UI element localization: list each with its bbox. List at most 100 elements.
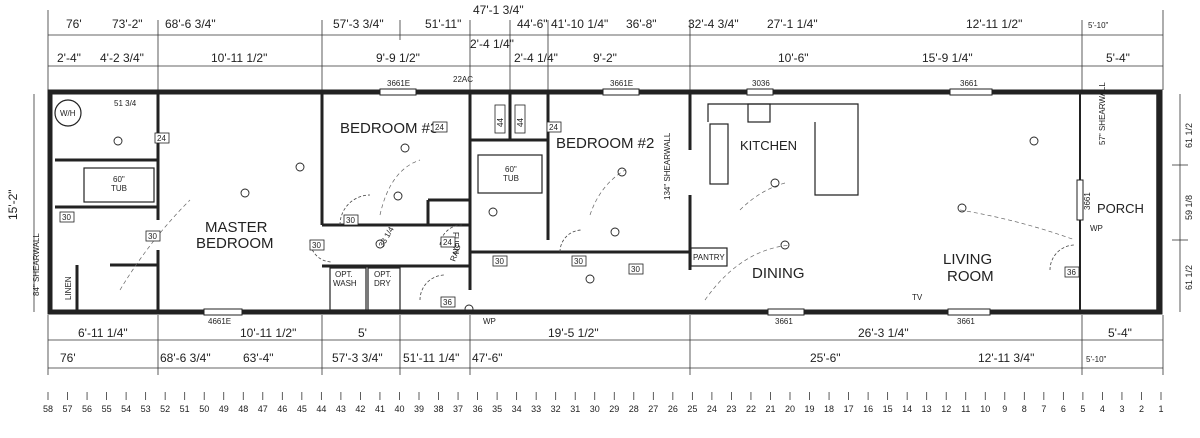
dim-top-51-11: 51'-11" (425, 17, 461, 31)
closet-tag: 24 (549, 123, 558, 132)
closet-tags: 24 24 24 30 30 30 30 30 30 24 36 36 44 4… (59, 104, 1080, 308)
dim-bot-19-5: 19'-5 1/2" (548, 326, 599, 340)
tub1-line2: TUB (111, 184, 127, 193)
room-kitchen: KITCHEN (740, 138, 797, 153)
closet-tag: 36 (443, 298, 452, 307)
light-icon (113, 136, 123, 146)
shearwall-134: 134" SHEARWALL (663, 132, 672, 200)
ruler-label: 29 (609, 404, 619, 414)
ruler-label: 5 (1080, 404, 1085, 414)
dim-5-4: 5'-4" (1106, 51, 1130, 65)
dim-bot2-57-3: 57'-3 3/4" (332, 351, 383, 365)
dim-top-5-10: 5'-10" (1088, 21, 1109, 30)
room-living-line2: ROOM (947, 268, 994, 285)
ruler-label: 35 (492, 404, 502, 414)
dry-line2: DRY (374, 279, 391, 288)
closet-tag: 36 (1067, 268, 1076, 277)
ruler-label: 9 (1002, 404, 1007, 414)
closet-tag: 30 (631, 265, 640, 274)
ruler-label: 33 (531, 404, 541, 414)
dim-right-a: 61 1/2 (1184, 123, 1194, 148)
ruler-label: 37 (453, 404, 463, 414)
closet-tag: 30 (312, 241, 321, 250)
light-icon (585, 274, 595, 284)
room-master-line2: BEDROOM (196, 235, 274, 252)
ruler-label: 23 (726, 404, 736, 414)
room-bedroom-3: BEDROOM #3 (340, 120, 438, 137)
light-icon (780, 240, 790, 250)
dim-top-57-3: 57'-3 3/4" (333, 17, 384, 31)
ruler-label: 28 (629, 404, 639, 414)
ruler-label: 45 (297, 404, 307, 414)
ruler-label: 42 (355, 404, 365, 414)
closet-tag: 44 (516, 118, 525, 127)
dim-right-b: 59 1/8 (1184, 195, 1194, 220)
dim-10-11: 10'-11 1/2" (211, 51, 267, 65)
dim-9-9: 9'-9 1/2" (376, 51, 420, 65)
ruler-label: 46 (277, 404, 287, 414)
ruler-label: 27 (648, 404, 658, 414)
dim-top-44-6: 44'-6" (517, 17, 548, 31)
ruler-label: 6 (1061, 404, 1066, 414)
wp-label-porch: WP (1090, 224, 1103, 233)
ruler-label: 24 (707, 404, 717, 414)
closet-tag: 24 (157, 134, 166, 143)
ruler-label: 36 (473, 404, 483, 414)
ruler-label: 15 (883, 404, 893, 414)
ruler-label: 52 (160, 404, 170, 414)
dim-bot2-12-11: 12'-11 3/4" (978, 351, 1034, 365)
dim-top-36-8: 36'-8" (626, 17, 657, 31)
dim-bot-5: 5' (358, 326, 367, 340)
dry-line1: OPT. (374, 270, 392, 279)
window-labels: 3661E 3661E 3036 3661 4661E 3661 3661 36… (208, 79, 1092, 326)
wp-label-bottom: WP (483, 317, 496, 326)
ruler-label: 14 (902, 404, 912, 414)
bottom-dimension-labels: 6'-11 1/4" 10'-11 1/2" 5' 19'-5 1/2" 26'… (60, 326, 1132, 365)
dim-2-4-b: 2'-4 1/4" (514, 51, 558, 65)
ruler-label: 13 (922, 404, 932, 414)
dim-bot2-5-10: 5'-10" (1086, 355, 1107, 364)
closet-tag: 24 (443, 238, 452, 247)
dim-33-1-4: 33 1/4 (377, 225, 396, 249)
tub2-line2: TUB (503, 174, 519, 183)
dim-bot-26-3: 26'-3 1/4" (858, 326, 909, 340)
light-icon (1029, 136, 1039, 146)
ruler-label: 31 (570, 404, 580, 414)
wash-line2: WASH (333, 279, 357, 288)
dim-right-c: 61 1/2 (1184, 265, 1194, 290)
dim-bot2-68-6: 68'-6 3/4" (160, 351, 211, 365)
room-labels: MASTER BEDROOM BEDROOM #3 BEDROOM #2 KIT… (196, 120, 1144, 285)
dim-10-6: 10'-6" (778, 51, 809, 65)
wiring (119, 159, 1076, 301)
ruler-label: 49 (219, 404, 229, 414)
water-heater-label: W/H (60, 109, 76, 118)
ruler-label: 30 (590, 404, 600, 414)
dim-top-73-2: 73'-2" (112, 17, 143, 31)
ruler-label: 56 (82, 404, 92, 414)
ruler-label: 55 (102, 404, 112, 414)
top-dimension-labels: 76' 73'-2" 68'-6 3/4" 57'-3 3/4" 51'-11"… (57, 3, 1130, 65)
tub2-line1: 60" (505, 165, 517, 174)
ruler-label: 21 (765, 404, 775, 414)
dim-bot2-63-4: 63'-4" (243, 351, 274, 365)
ruler-label: 25 (687, 404, 697, 414)
kitchen-casework (54, 99, 859, 311)
ruler-label: 8 (1022, 404, 1027, 414)
dim-51-3-4: 51 3/4 (114, 99, 137, 108)
light-icon (393, 191, 403, 201)
window-label: 3661 (775, 317, 793, 326)
room-master-line1: MASTER (205, 219, 268, 236)
ruler-label: 57 (63, 404, 73, 414)
pantry-label: PANTRY (693, 253, 725, 262)
ruler-label: 48 (238, 404, 248, 414)
light-icon (610, 227, 620, 237)
room-porch: PORCH (1097, 201, 1144, 216)
window-label: 3661E (610, 79, 633, 88)
window-label: 3661 (1083, 192, 1092, 210)
dim-bot2-51-11: 51'-11 1/4" (403, 351, 459, 365)
tub1-line1: 60" (113, 175, 125, 184)
ruler-label: 54 (121, 404, 131, 414)
room-dining: DINING (752, 265, 805, 282)
ruler-label: 11 (961, 404, 970, 414)
